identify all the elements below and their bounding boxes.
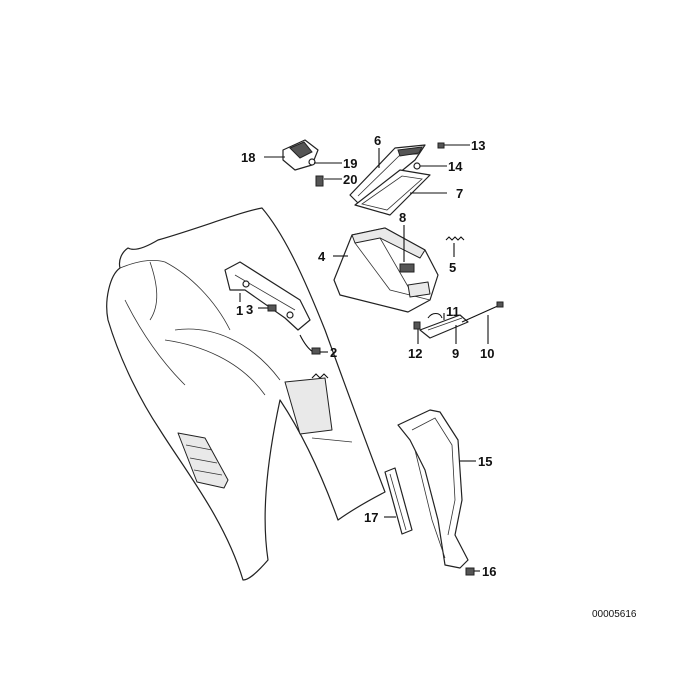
callout-16: 16 <box>482 564 496 579</box>
insert-part-14 <box>413 162 421 170</box>
callout-18: 18 <box>241 150 255 165</box>
spring-part-5 <box>445 236 465 241</box>
screw-part-13 <box>437 142 445 149</box>
callout-10: 10 <box>480 346 494 361</box>
rod-part-10 <box>461 301 504 323</box>
callout-14: 14 <box>448 159 463 174</box>
callout-1: 1 <box>236 303 243 318</box>
callout-7: 7 <box>456 186 463 201</box>
callout-13: 13 <box>471 138 485 153</box>
nut-part-12 <box>413 321 421 330</box>
washer-part-19 <box>308 158 316 166</box>
callout-20: 20 <box>343 172 357 187</box>
screw-part-16 <box>465 567 475 576</box>
callout-8: 8 <box>399 210 406 225</box>
storage-box-part-4 <box>333 227 439 313</box>
latch-part-9 <box>419 314 469 339</box>
callout-12: 12 <box>408 346 422 361</box>
document-number: 00005616 <box>592 609 637 620</box>
bracket-part-1 <box>224 261 311 331</box>
callout-17: 17 <box>364 510 378 525</box>
callout-3: 3 <box>246 302 253 317</box>
callout-15: 15 <box>478 454 492 469</box>
callout-9: 9 <box>452 346 459 361</box>
side-trim-part-15 <box>397 409 469 569</box>
seal-part-7 <box>354 169 431 216</box>
trim-strip-part-17 <box>384 467 413 535</box>
spring-part-11 <box>427 312 443 319</box>
callout-5: 5 <box>449 260 456 275</box>
screw-part-2 <box>299 334 321 355</box>
callout-6: 6 <box>374 133 381 148</box>
callouts: 18 19 20 6 13 14 7 8 4 5 1 3 2 11 12 9 1… <box>236 133 496 579</box>
screw-part-3 <box>267 304 277 312</box>
callout-2: 2 <box>330 345 337 360</box>
callout-19: 19 <box>343 156 357 171</box>
callout-4: 4 <box>318 249 326 264</box>
leader-lines <box>239 144 489 572</box>
screw-part-20 <box>315 175 324 187</box>
callout-11: 11 <box>446 304 460 319</box>
fairing-panel <box>106 207 386 581</box>
